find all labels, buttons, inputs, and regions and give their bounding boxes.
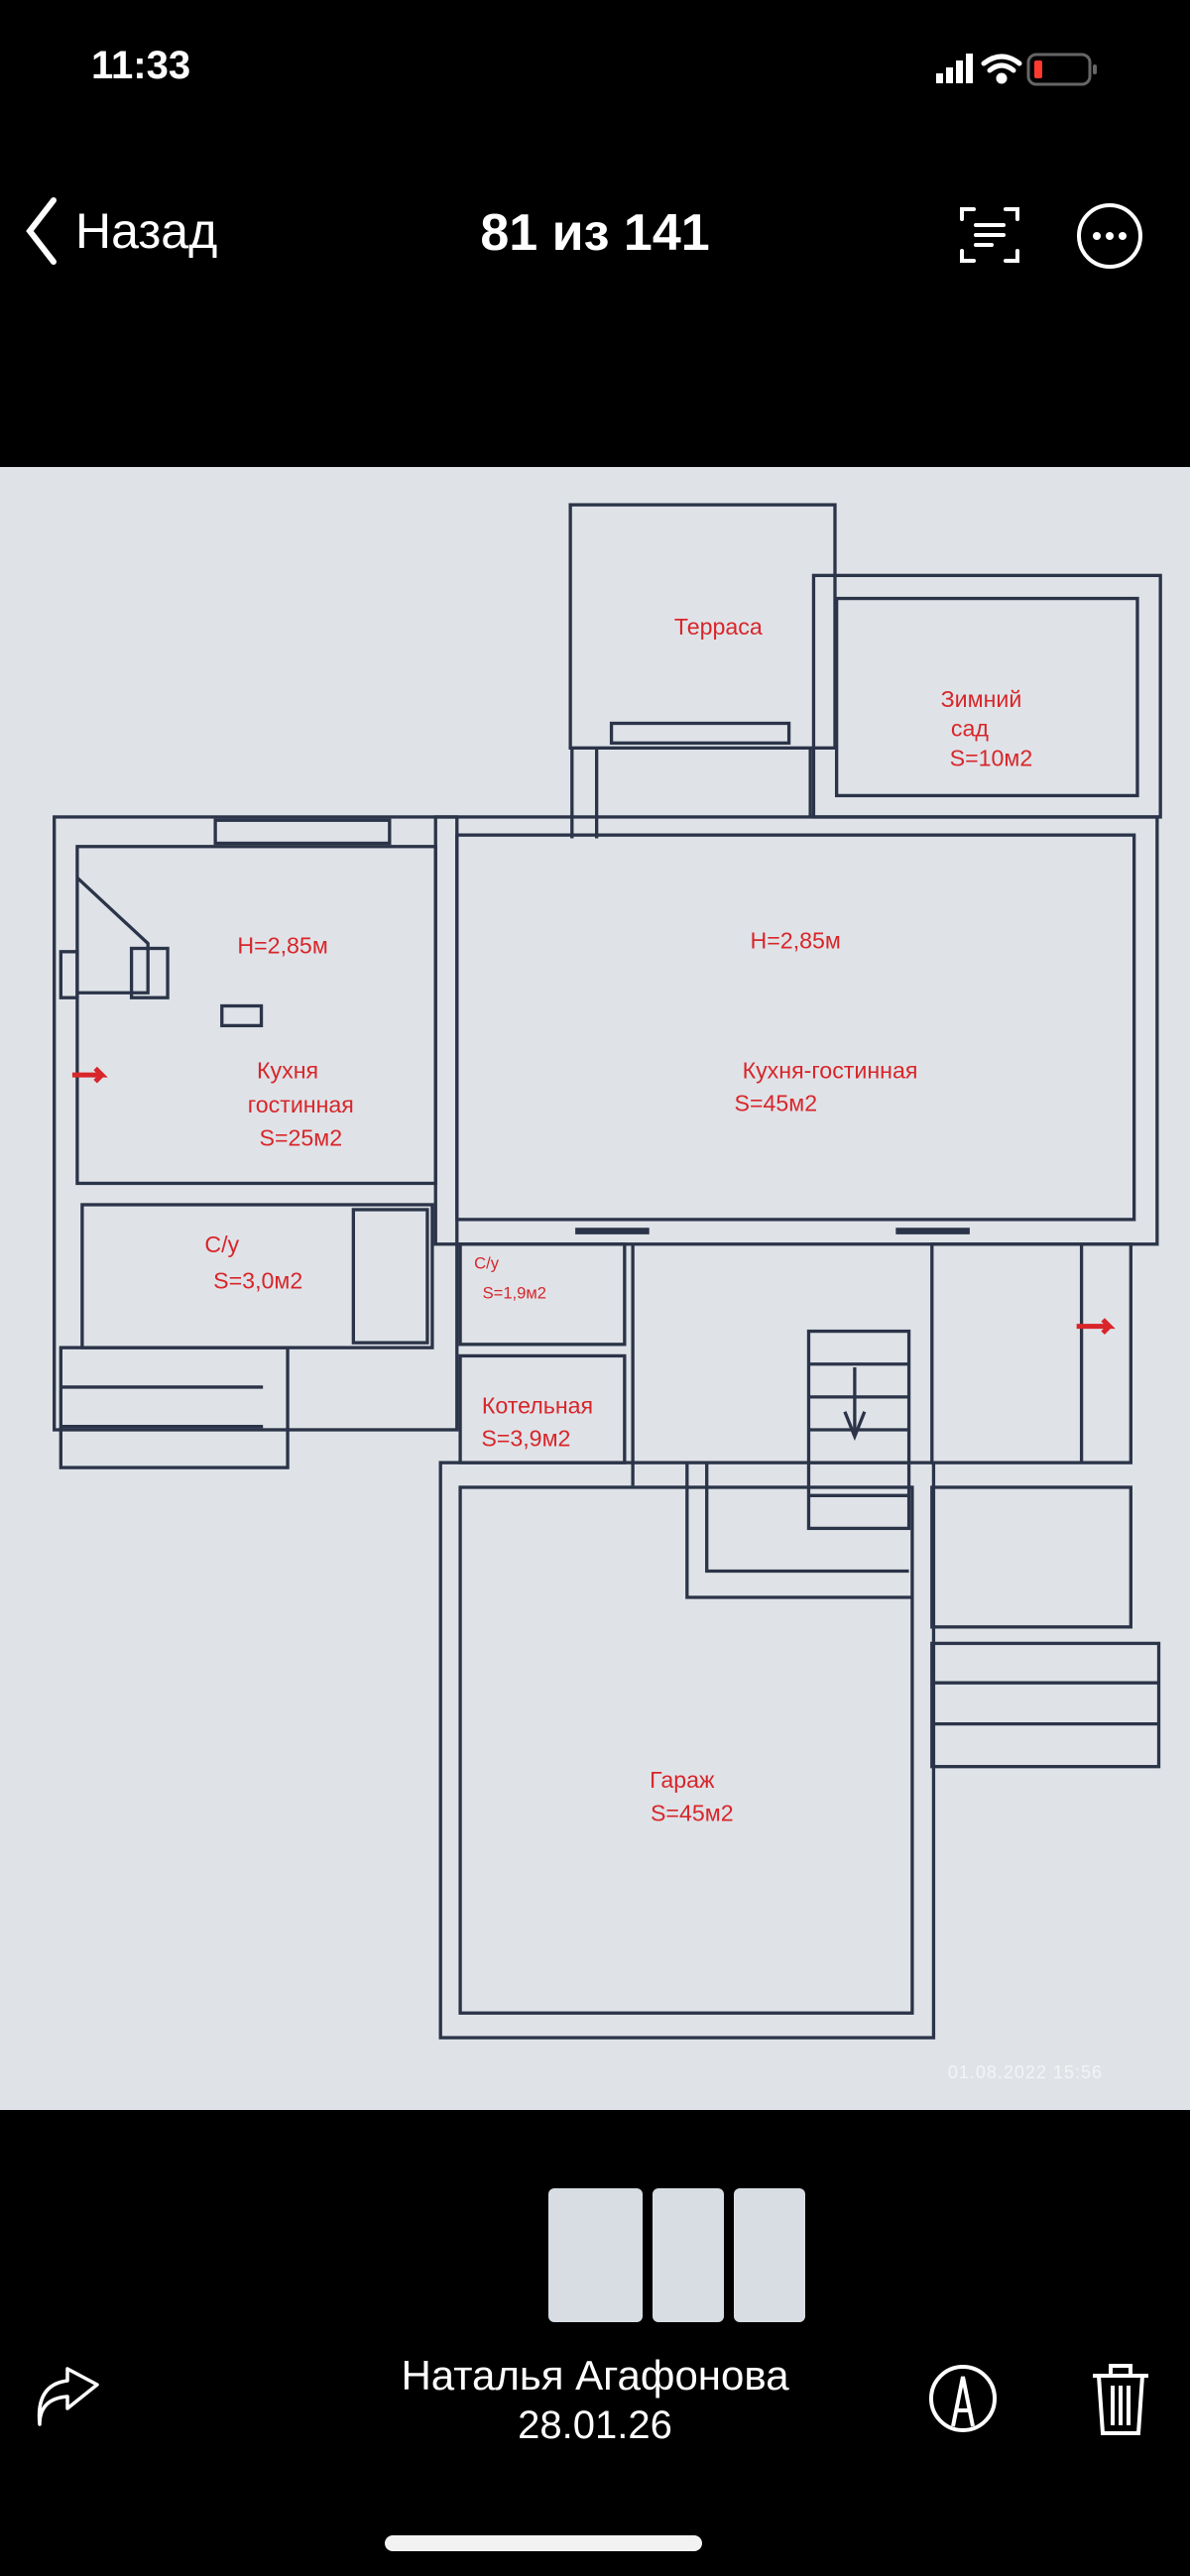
text-scan-icon	[960, 207, 1019, 263]
floor-plan-photo[interactable]: Терраса Зимний сад S=10м2 H=2,85м Кухня …	[0, 467, 1190, 2110]
markup-icon	[929, 2365, 997, 2432]
share-icon	[37, 2367, 99, 2426]
label-main-room-area: S=45м2	[734, 1091, 817, 1116]
label-left-room: Кухня	[257, 1057, 318, 1083]
thumbnail[interactable]	[548, 2188, 643, 2322]
label-garage-area: S=45м2	[651, 1800, 734, 1825]
label-left-room-area: S=25м2	[259, 1124, 342, 1150]
label-bath-left-area: S=3,0м2	[213, 1268, 302, 1294]
photo-counter: 81 из 141	[480, 204, 710, 262]
label-bath-left: С/у	[204, 1231, 239, 1257]
more-button[interactable]	[1076, 202, 1143, 275]
entry-arrow-icon	[71, 1066, 108, 1084]
label-left-height: H=2,85м	[237, 932, 327, 958]
photo-timestamp: 01.08.2022 15:56	[947, 2062, 1103, 2082]
label-left-room-2: гостинная	[248, 1092, 354, 1117]
back-button[interactable]: Назад	[22, 196, 217, 266]
floor-plan: Терраса Зимний сад S=10м2 H=2,85м Кухня …	[53, 503, 1162, 2040]
label-winter-garden-2: сад	[951, 716, 989, 742]
label-winter-garden: Зимний	[941, 686, 1022, 712]
label-winter-garden-area: S=10м2	[950, 746, 1033, 771]
status-time: 11:33	[91, 44, 191, 87]
wifi-icon	[981, 54, 1022, 84]
thumbnail-strip[interactable]	[548, 2188, 805, 2322]
back-label: Назад	[75, 203, 218, 259]
label-boiler: Котельная	[482, 1392, 593, 1418]
trash-icon	[1093, 2364, 1148, 2435]
chevron-left-icon	[26, 197, 57, 265]
home-indicator[interactable]	[385, 2535, 702, 2551]
delete-button[interactable]	[1091, 2362, 1150, 2442]
entry-arrow-icon	[1076, 1318, 1116, 1335]
signal-icon	[936, 54, 973, 83]
share-button[interactable]	[34, 2365, 103, 2439]
more-icon	[1077, 203, 1142, 269]
label-terrace: Терраса	[674, 614, 763, 640]
label-bath-small-area: S=1,9м2	[483, 1283, 546, 1302]
label-garage: Гараж	[650, 1767, 715, 1793]
label-boiler-area: S=3,9м2	[481, 1426, 570, 1452]
photo-owner: Наталья Агафонова	[401, 2352, 789, 2399]
status-icons	[936, 52, 1144, 87]
label-bath-small: С/у	[474, 1254, 500, 1273]
thumbnail[interactable]	[734, 2188, 805, 2322]
live-text-button[interactable]	[958, 203, 1021, 272]
battery-icon	[1026, 53, 1097, 86]
photo-date: 28.01.26	[518, 2403, 672, 2447]
label-main-room: Кухня-гостинная	[743, 1057, 918, 1083]
label-main-height: H=2,85м	[751, 928, 841, 954]
thumbnail[interactable]	[653, 2188, 724, 2322]
markup-button[interactable]	[927, 2363, 999, 2439]
